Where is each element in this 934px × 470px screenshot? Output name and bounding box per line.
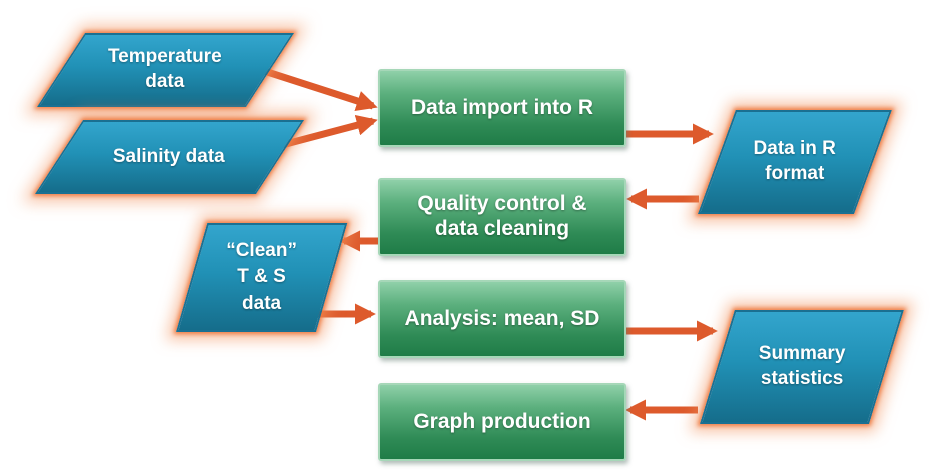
node-label: Data import into R — [411, 95, 593, 119]
node-label: Data in R format — [753, 138, 836, 184]
node-clean-ts-data: “Clean” T & S data — [176, 223, 348, 332]
node-label: “Clean” T & S data — [226, 240, 297, 314]
node-analysis: Analysis: mean, SD — [378, 280, 626, 358]
node-label: Salinity data — [112, 145, 225, 167]
node-quality-control: Quality control & data cleaning — [378, 178, 626, 256]
node-summary-statistics: Summary statistics — [700, 310, 904, 424]
node-label: Analysis: mean, SD — [404, 306, 600, 330]
node-salinity-data: Salinity data — [35, 120, 305, 194]
node-label: Temperature data — [107, 46, 222, 92]
node-label: Graph production — [413, 409, 591, 433]
node-label: Quality control & data cleaning — [417, 192, 587, 240]
node-data-import: Data import into R — [378, 69, 626, 147]
arrow-temperature-to-import — [256, 65, 378, 112]
node-label: Summary statistics — [758, 343, 846, 389]
node-temperature-data: Temperature data — [37, 33, 295, 107]
node-data-in-r-format: Data in R format — [698, 110, 892, 214]
node-graph-production: Graph production — [378, 383, 626, 461]
